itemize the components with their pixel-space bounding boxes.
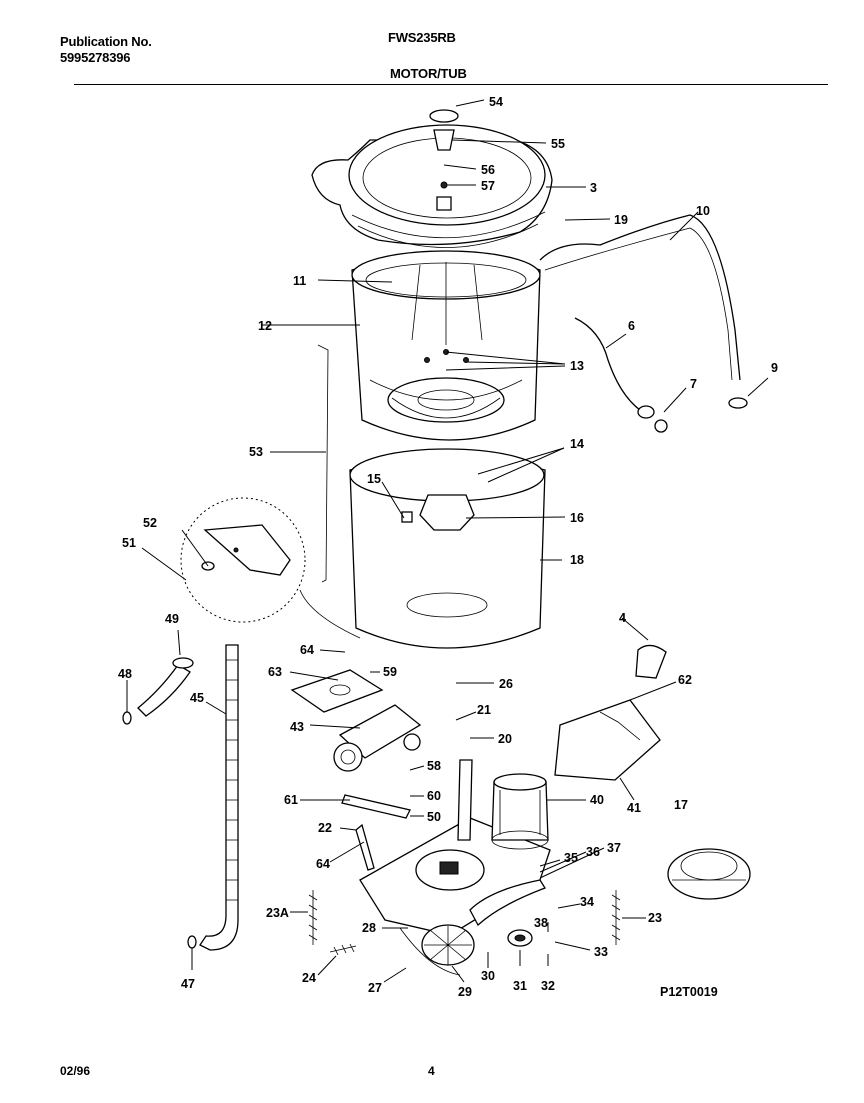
callout-61: 61 (284, 793, 298, 807)
callout-labels: 54 55 56 57 3 19 10 11 12 13 6 7 9 53 14… (118, 95, 778, 999)
callout-16: 16 (570, 511, 584, 525)
callout-19: 19 (614, 213, 628, 227)
callout-7: 7 (690, 377, 697, 391)
callout-33: 33 (594, 945, 608, 959)
detail-inset (180, 344, 361, 639)
callout-15: 15 (367, 472, 381, 486)
spring-parts (308, 890, 621, 956)
callout-14: 14 (570, 437, 584, 451)
page-number: 4 (428, 1064, 435, 1078)
callout-53: 53 (249, 445, 263, 459)
callout-38: 38 (534, 916, 548, 930)
callout-29: 29 (458, 985, 472, 999)
drain-hose-part (122, 644, 239, 951)
callout-27: 27 (368, 981, 382, 995)
callout-60: 60 (427, 789, 441, 803)
callout-36: 36 (586, 845, 600, 859)
callout-54: 54 (489, 95, 503, 109)
callout-47: 47 (181, 977, 195, 991)
publication-number: 5995278396 (60, 50, 131, 65)
callout-59-left: 59 (383, 665, 397, 679)
diagram-code: P12T0019 (660, 985, 718, 999)
callout-21: 21 (477, 703, 491, 717)
callout-37: 37 (607, 841, 621, 855)
callout-49: 49 (165, 612, 179, 626)
callout-6: 6 (628, 319, 635, 333)
pulley-part (399, 879, 546, 976)
header-rule (74, 84, 828, 85)
callout-34: 34 (580, 895, 594, 909)
revision-date: 02/96 (60, 1064, 91, 1078)
hose-parts (539, 214, 748, 433)
model-number: FWS235RB (388, 30, 456, 45)
motor-cover-part (554, 644, 667, 781)
callout-30: 30 (481, 969, 495, 983)
callout-22: 22 (318, 821, 332, 835)
callout-41: 41 (627, 801, 641, 815)
callout-48: 48 (118, 667, 132, 681)
callout-23a: 23A (266, 906, 289, 920)
bracket-parts (290, 669, 411, 871)
wash-basket-part (351, 250, 541, 441)
callout-9: 9 (771, 361, 778, 375)
callout-28: 28 (362, 921, 376, 935)
callout-32: 32 (541, 979, 555, 993)
callout-31: 31 (513, 979, 527, 993)
callout-24: 24 (302, 971, 316, 985)
callout-12: 12 (258, 319, 272, 333)
callout-17: 17 (674, 798, 688, 812)
leader-lines (126, 99, 769, 983)
callout-4: 4 (619, 611, 626, 625)
callout-43: 43 (290, 720, 304, 734)
callout-40: 40 (590, 793, 604, 807)
motor-part (491, 773, 549, 850)
callout-35: 35 (564, 851, 578, 865)
tub-cover-part (311, 109, 553, 248)
pump-part (333, 704, 422, 772)
callout-52: 52 (143, 516, 157, 530)
callout-57: 57 (481, 179, 495, 193)
callout-55: 55 (551, 137, 565, 151)
callout-64-top: 64 (300, 643, 314, 657)
callout-11: 11 (293, 274, 306, 288)
callout-45: 45 (190, 691, 204, 705)
bearing-ring-part (667, 848, 751, 900)
callout-26: 26 (499, 677, 513, 691)
callout-10: 10 (696, 204, 710, 218)
callout-50: 50 (427, 810, 441, 824)
callout-13: 13 (570, 359, 584, 373)
callout-51: 51 (122, 536, 136, 550)
callout-23: 23 (648, 911, 662, 925)
callout-20: 20 (498, 732, 512, 746)
publication-label: Publication No. (60, 34, 152, 49)
callout-18: 18 (570, 553, 584, 567)
callout-56: 56 (481, 163, 495, 177)
callout-64-bottom: 64 (316, 857, 330, 871)
callout-63: 63 (268, 665, 282, 679)
outer-tub-part (349, 448, 546, 649)
callout-58: 58 (427, 759, 441, 773)
section-title: MOTOR/TUB (390, 66, 467, 81)
callout-3: 3 (590, 181, 597, 195)
callout-62: 62 (678, 673, 692, 687)
